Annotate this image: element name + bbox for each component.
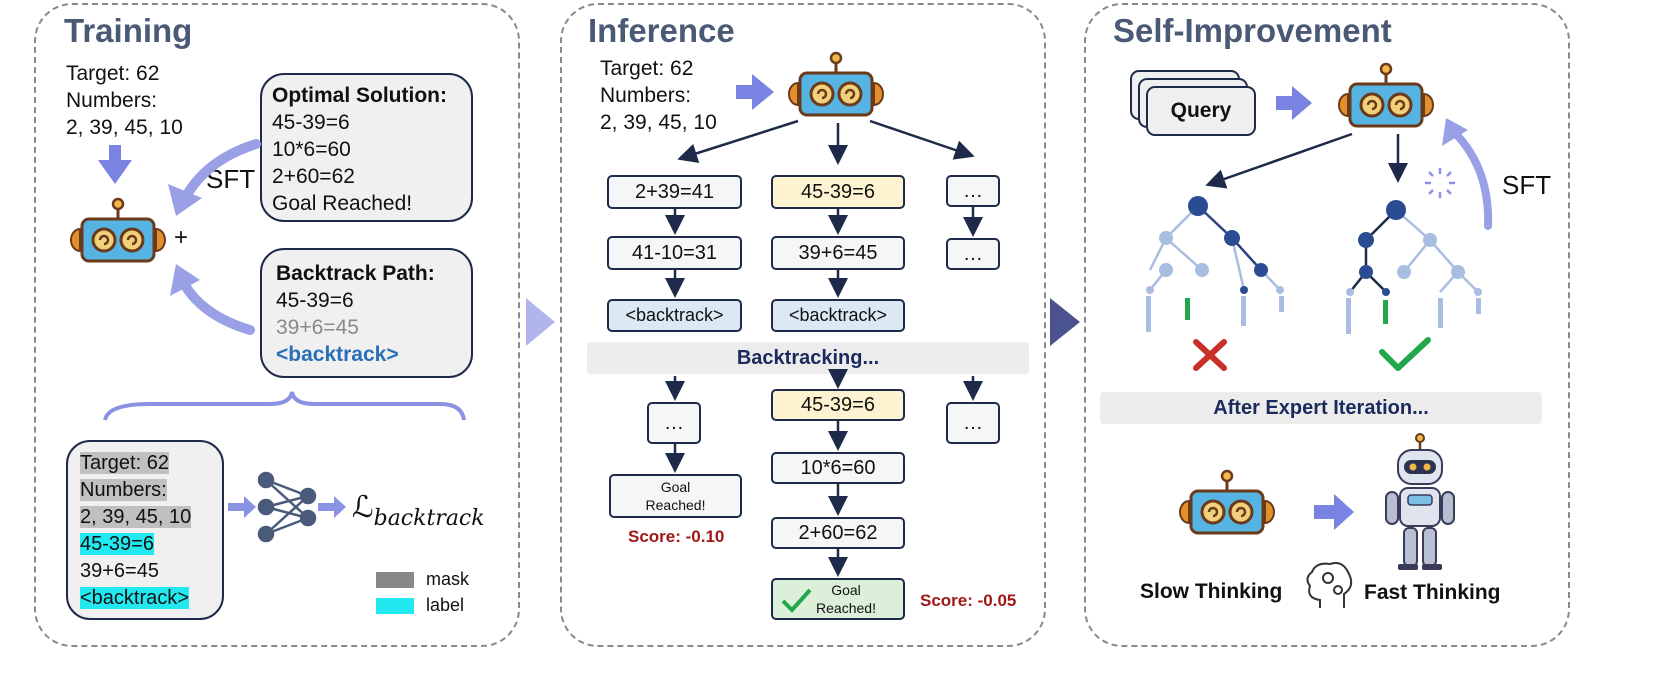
legend-mask-text: mask — [426, 569, 470, 589]
self-improvement-robot-icon — [1337, 62, 1435, 128]
training-target-text: Target: 62 Numbers: 2, 39, 45, 10 — [66, 60, 183, 141]
label-backtrack-line: <backtrack> — [80, 587, 189, 609]
label-line: 45-39=6 — [80, 533, 154, 555]
training-input-arrow — [98, 145, 132, 184]
score-label-2: Score: -0.05 — [920, 591, 1017, 610]
self-improvement-panel — [1084, 3, 1570, 647]
inference-node-col1-2: 41-10=31 — [607, 236, 742, 270]
inference-title: Inference — [588, 12, 735, 49]
inference-target: Target: 62 — [600, 57, 694, 80]
backtrack-heading: Backtrack Path: — [276, 262, 435, 285]
training-panel — [34, 3, 520, 647]
search-tree-left — [1146, 196, 1284, 332]
backtrack-curved-arrow — [170, 264, 255, 335]
inference-node-col2-2: 39+6=45 — [771, 236, 905, 270]
inference-after-col2-2: 10*6=60 — [771, 452, 905, 484]
backtrack-brace-icon — [103, 391, 466, 421]
success-check-icon — [1379, 337, 1431, 371]
masked-numbers-label: Numbers: — [80, 479, 167, 501]
inference-numbers: 2, 39, 45, 10 — [600, 111, 717, 134]
backtrack-line-3: <backtrack> — [276, 343, 399, 366]
backtrack-path-box — [260, 248, 473, 378]
slow-thinking-robot-icon — [1178, 469, 1276, 535]
goal-check-icon — [779, 586, 813, 620]
inference-node-col1-1: 2+39=41 — [607, 175, 742, 209]
training-numbers-label: Numbers: — [66, 89, 158, 112]
search-tree-right — [1346, 200, 1482, 334]
fail-x-icon — [1193, 339, 1227, 371]
inference-panel — [560, 3, 1046, 647]
loss-symbol: ℒ — [352, 490, 374, 525]
training-numbers: 2, 39, 45, 10 — [66, 116, 183, 139]
self-tree-arrows — [1205, 132, 1408, 189]
inference-node-col2-1: 45-39=6 — [771, 175, 905, 209]
inference-node-col2-3: <backtrack> — [771, 299, 905, 332]
self-improvement-sft-label: SFT — [1502, 170, 1552, 200]
score-label-1: Score: -0.10 — [628, 527, 725, 546]
training-target: Target: 62 — [66, 62, 160, 85]
training-plus-sign: + — [174, 224, 189, 251]
backtrack-line-1: 45-39=6 — [276, 289, 354, 312]
optimal-heading: Optimal Solution: — [272, 84, 447, 107]
inference-node-col3-2: … — [946, 238, 1000, 270]
legend-label-text: label — [426, 595, 465, 615]
masked-sequence-text: Target: 62 Numbers: 2, 39, 45, 10 45-39=… — [80, 450, 192, 612]
slow-thinking-label: Slow Thinking — [1140, 580, 1283, 603]
inference-robot-icon — [787, 51, 885, 117]
inference-after-col1-2: Goal Reached! — [609, 474, 742, 518]
masked-numbers: 2, 39, 45, 10 — [80, 506, 192, 528]
legend-mask-swatch — [376, 572, 414, 588]
legend-label-swatch — [376, 598, 414, 614]
optimal-line-3: 2+60=62 — [272, 165, 355, 188]
humanoid-robot-icon — [1385, 433, 1455, 570]
inference-target-text: Target: 62 Numbers: 2, 39, 45, 10 — [600, 55, 717, 136]
query-box: Query — [1146, 86, 1256, 136]
self-sft-curved-arrow — [1442, 118, 1493, 230]
neural-network-icon — [257, 471, 317, 543]
query-text: Query — [1170, 99, 1232, 122]
inference-goal-node: Goal Reached! — [771, 578, 905, 620]
query-to-robot-arrow — [1276, 86, 1312, 120]
to-loss-arrow — [318, 496, 346, 518]
backtrack-line-2: 39+6=45 — [276, 316, 359, 339]
loss-subscript: backtrack — [373, 506, 485, 531]
sft-curved-arrow — [168, 139, 261, 216]
optimal-line-1: 45-39=6 — [272, 111, 350, 134]
loss-label: ℒbacktrack — [352, 490, 485, 531]
masked-target: Target: 62 — [80, 452, 169, 474]
inference-after-col2-3: 2+60=62 — [771, 517, 905, 549]
training-robot-icon — [69, 197, 167, 263]
expert-iteration-banner: After Expert Iteration... — [1100, 392, 1542, 424]
fast-thinking-label: Fast Thinking — [1364, 581, 1501, 604]
loading-spinner-icon — [1425, 168, 1455, 198]
to-network-arrow — [228, 496, 256, 518]
goal-reached-text: Goal Reached! — [816, 582, 876, 616]
separator-arrow-2 — [1050, 298, 1080, 346]
inference-tree-arrows — [665, 119, 983, 577]
inference-after-col3-1: … — [946, 402, 1000, 444]
backtracking-banner: Backtracking... — [587, 342, 1029, 374]
brain-gears-icon — [1306, 562, 1353, 608]
optimal-solution-text: Optimal Solution: 45-39=6 10*6=60 2+60=6… — [272, 82, 447, 217]
inference-numbers-label: Numbers: — [600, 84, 692, 107]
training-title: Training — [64, 12, 193, 49]
inference-input-arrow — [736, 74, 774, 110]
optimal-line-2: 10*6=60 — [272, 138, 351, 161]
optimal-line-4: Goal Reached! — [272, 192, 413, 215]
inference-node-col1-3: <backtrack> — [607, 299, 742, 332]
backtrack-path-text: Backtrack Path: 45-39=6 39+6=45 <backtra… — [276, 260, 435, 368]
separator-arrow-1 — [526, 298, 555, 346]
inference-after-col1-1: … — [647, 402, 701, 444]
optimal-solution-box — [260, 73, 473, 222]
inference-after-col2-1: 45-39=6 — [771, 389, 905, 421]
unlabeled-line: 39+6=45 — [80, 560, 159, 582]
inference-node-col3-1: … — [946, 175, 1000, 207]
self-improvement-title: Self-Improvement — [1113, 12, 1392, 49]
slow-to-fast-arrow — [1314, 494, 1354, 530]
